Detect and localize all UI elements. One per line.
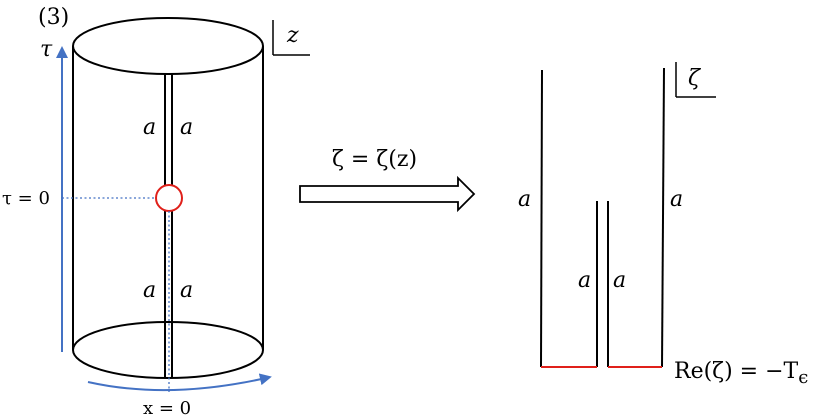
edge-label-inner-right: a xyxy=(613,268,626,293)
x-axis-arrow xyxy=(87,373,272,392)
zeta-frame-corner xyxy=(675,62,716,98)
edge-label-outer-left: a xyxy=(518,187,531,212)
cut-label-upper-left: a xyxy=(143,115,156,140)
z-frame-label: z xyxy=(286,23,299,48)
boundary-label-subscript: ϵ xyxy=(798,367,808,388)
panel-label: (3) xyxy=(38,5,69,30)
tau-zero-label: τ = 0 xyxy=(2,188,50,209)
cut-label-lower-right: a xyxy=(180,278,193,303)
map-arrow xyxy=(299,175,476,213)
boundary-label: Re(ζ) = −Tϵ xyxy=(674,359,808,388)
edge-label-inner-left: a xyxy=(578,268,591,293)
map-label: ζ = ζ(z) xyxy=(332,147,417,172)
zeta-frame-label: ζ xyxy=(688,66,702,91)
cut-label-lower-left: a xyxy=(143,278,156,303)
zeta-outer-right-edge xyxy=(661,67,665,368)
zeta-region xyxy=(540,67,665,368)
tau-axis-label: τ xyxy=(40,37,53,62)
boundary-label-main: Re(ζ) = −T xyxy=(674,359,799,384)
cylinder-bottom-ellipse xyxy=(72,321,264,379)
zeta-outer-left-edge xyxy=(540,69,543,368)
x-zero-label: x = 0 xyxy=(143,398,191,417)
cylinder-top-ellipse xyxy=(72,17,264,75)
insertion-hole xyxy=(155,184,183,212)
edge-label-outer-right: a xyxy=(670,187,683,212)
cut-label-upper-right: a xyxy=(180,115,193,140)
cylinder-slit xyxy=(164,73,173,378)
z-frame-corner xyxy=(272,20,310,56)
